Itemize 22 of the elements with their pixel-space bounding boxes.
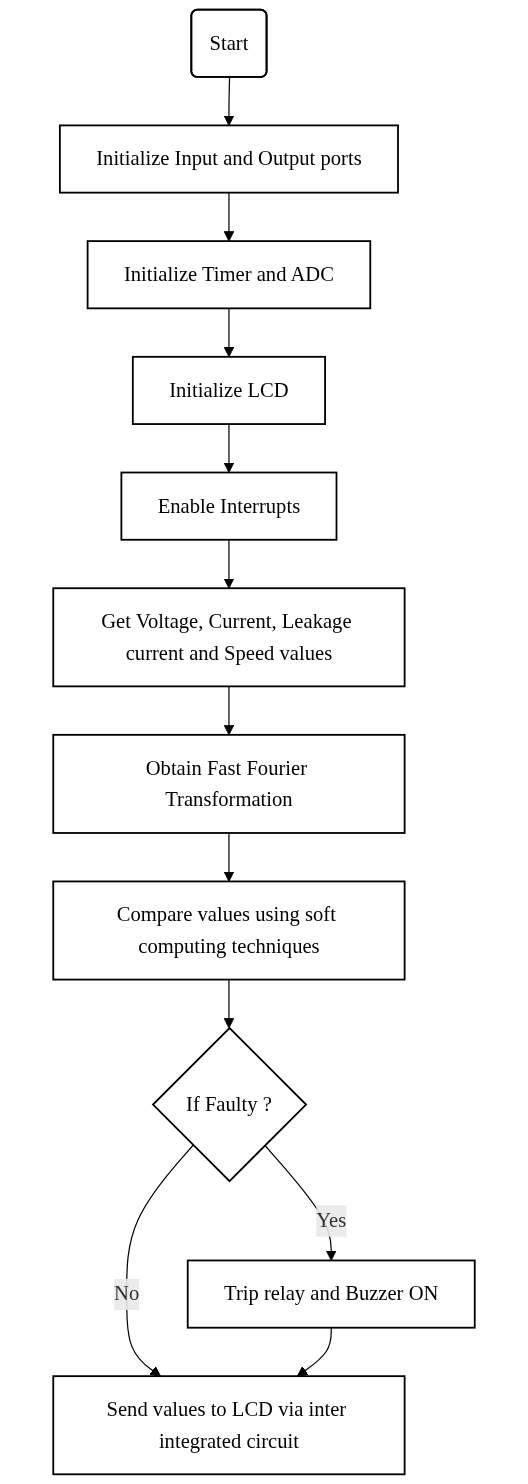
node-diamond: If Faulty ? bbox=[151, 1026, 308, 1183]
arrow bbox=[223, 192, 235, 242]
edge-label: Yes bbox=[316, 1208, 347, 1232]
arrow bbox=[296, 1327, 332, 1377]
node-box: Enable Interrupts bbox=[120, 471, 338, 541]
node-box: Trip relay and Buzzer ON bbox=[186, 1259, 476, 1329]
node-box: Initialize LCD bbox=[131, 355, 326, 425]
arrow bbox=[223, 539, 235, 589]
node-box: Initialize Timer and ADC bbox=[86, 240, 372, 310]
node-box: Send values to LCD via inter integrated circuit bbox=[52, 1375, 406, 1476]
arrow bbox=[223, 76, 235, 126]
node-box: Get Voltage, Current, Leakage current and Speed values bbox=[52, 587, 406, 688]
node-box: Compare values using soft computing techniques bbox=[52, 880, 406, 981]
arrow bbox=[223, 978, 235, 1029]
edge-label: No bbox=[114, 1282, 140, 1306]
arrow bbox=[223, 423, 235, 473]
arrow bbox=[223, 307, 235, 358]
arrow bbox=[223, 832, 235, 882]
node-box: Initialize Input and Output ports bbox=[58, 124, 399, 194]
node-box: Obtain Fast Fourier Transformation bbox=[52, 733, 406, 834]
arrow bbox=[126, 1144, 194, 1377]
arrow bbox=[223, 685, 235, 736]
